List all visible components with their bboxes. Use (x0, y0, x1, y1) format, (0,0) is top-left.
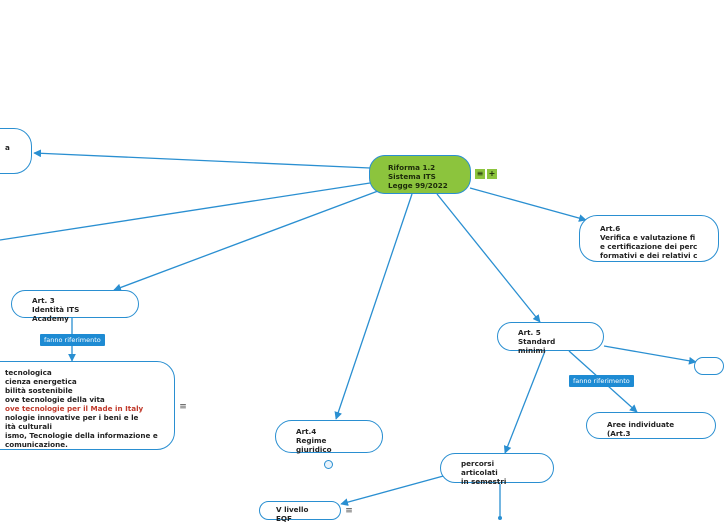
fanno-riferimento-tag-art3[interactable]: fanno riferimento (40, 334, 105, 346)
fanno-riferimento-tag-art5[interactable]: fanno riferimento (569, 375, 634, 387)
art5-node[interactable]: Art. 5 Standard minimi (497, 322, 604, 355)
central-node[interactable]: Riforma 1.2 Sistema ITS Legge 99/2022 (369, 155, 471, 194)
edge-percorsi-eqf (340, 474, 448, 506)
area-line-2: cienza energetica (5, 377, 77, 386)
edge-end-dot (498, 516, 502, 520)
areas-node[interactable]: tecnologica cienza energetica bilità sos… (0, 361, 175, 450)
edge-central-left-edge (0, 182, 371, 241)
right-partial-node[interactable] (694, 357, 724, 375)
art3-node[interactable]: Art. 3 Identità ITS Academy (11, 290, 139, 323)
area-line-8: ismo, Tecnologie della informazione e (5, 431, 158, 440)
central-line-1: Riforma 1.2 (388, 163, 436, 172)
percorsi-node[interactable]: percorsi articolati in semestri (440, 453, 554, 486)
central-line-2: Sistema ITS (388, 172, 436, 181)
add-icon[interactable]: + (487, 169, 497, 179)
edge-central-art3 (113, 190, 379, 292)
left-partial-node[interactable]: a (0, 128, 32, 174)
area-line-made-in-italy: ove tecnologie per il Made in Italy (5, 404, 144, 413)
area-line-7: ità culturali (5, 422, 52, 431)
note-icon-eqf[interactable]: ≡ (345, 506, 353, 516)
central-line-3: Legge 99/2022 (388, 181, 448, 190)
aree-individuate-node[interactable]: Aree individuate (Art.3 (586, 412, 716, 439)
edge-central-art4 (334, 193, 413, 420)
area-line-3: bilità sostenibile (5, 386, 73, 395)
edge-central-art6 (469, 187, 587, 222)
edge-art5-right (603, 345, 697, 365)
edge-central-art5 (436, 193, 541, 323)
area-line-9: comunicazione. (5, 440, 68, 449)
art4-node[interactable]: Art.4 Regime giuridico (275, 420, 383, 454)
edge-art5-percorsi (503, 350, 546, 454)
art6-node[interactable]: Art.6 Verifica e valutazione fi e certif… (579, 215, 719, 262)
connection-lines (0, 149, 697, 520)
area-line-6: nologie innovative per i beni e le (5, 413, 139, 422)
eqf-node[interactable]: V livello EQF (259, 501, 341, 523)
list-icon[interactable]: ≡ (475, 169, 485, 179)
area-line-4: ove tecnologie della vita (5, 395, 105, 404)
edge-central-left-top (33, 149, 371, 169)
note-icon-areas[interactable]: ≡ (179, 402, 187, 412)
area-line-1: tecnologica (5, 368, 52, 377)
collapse-toggle-art4[interactable] (324, 460, 333, 469)
